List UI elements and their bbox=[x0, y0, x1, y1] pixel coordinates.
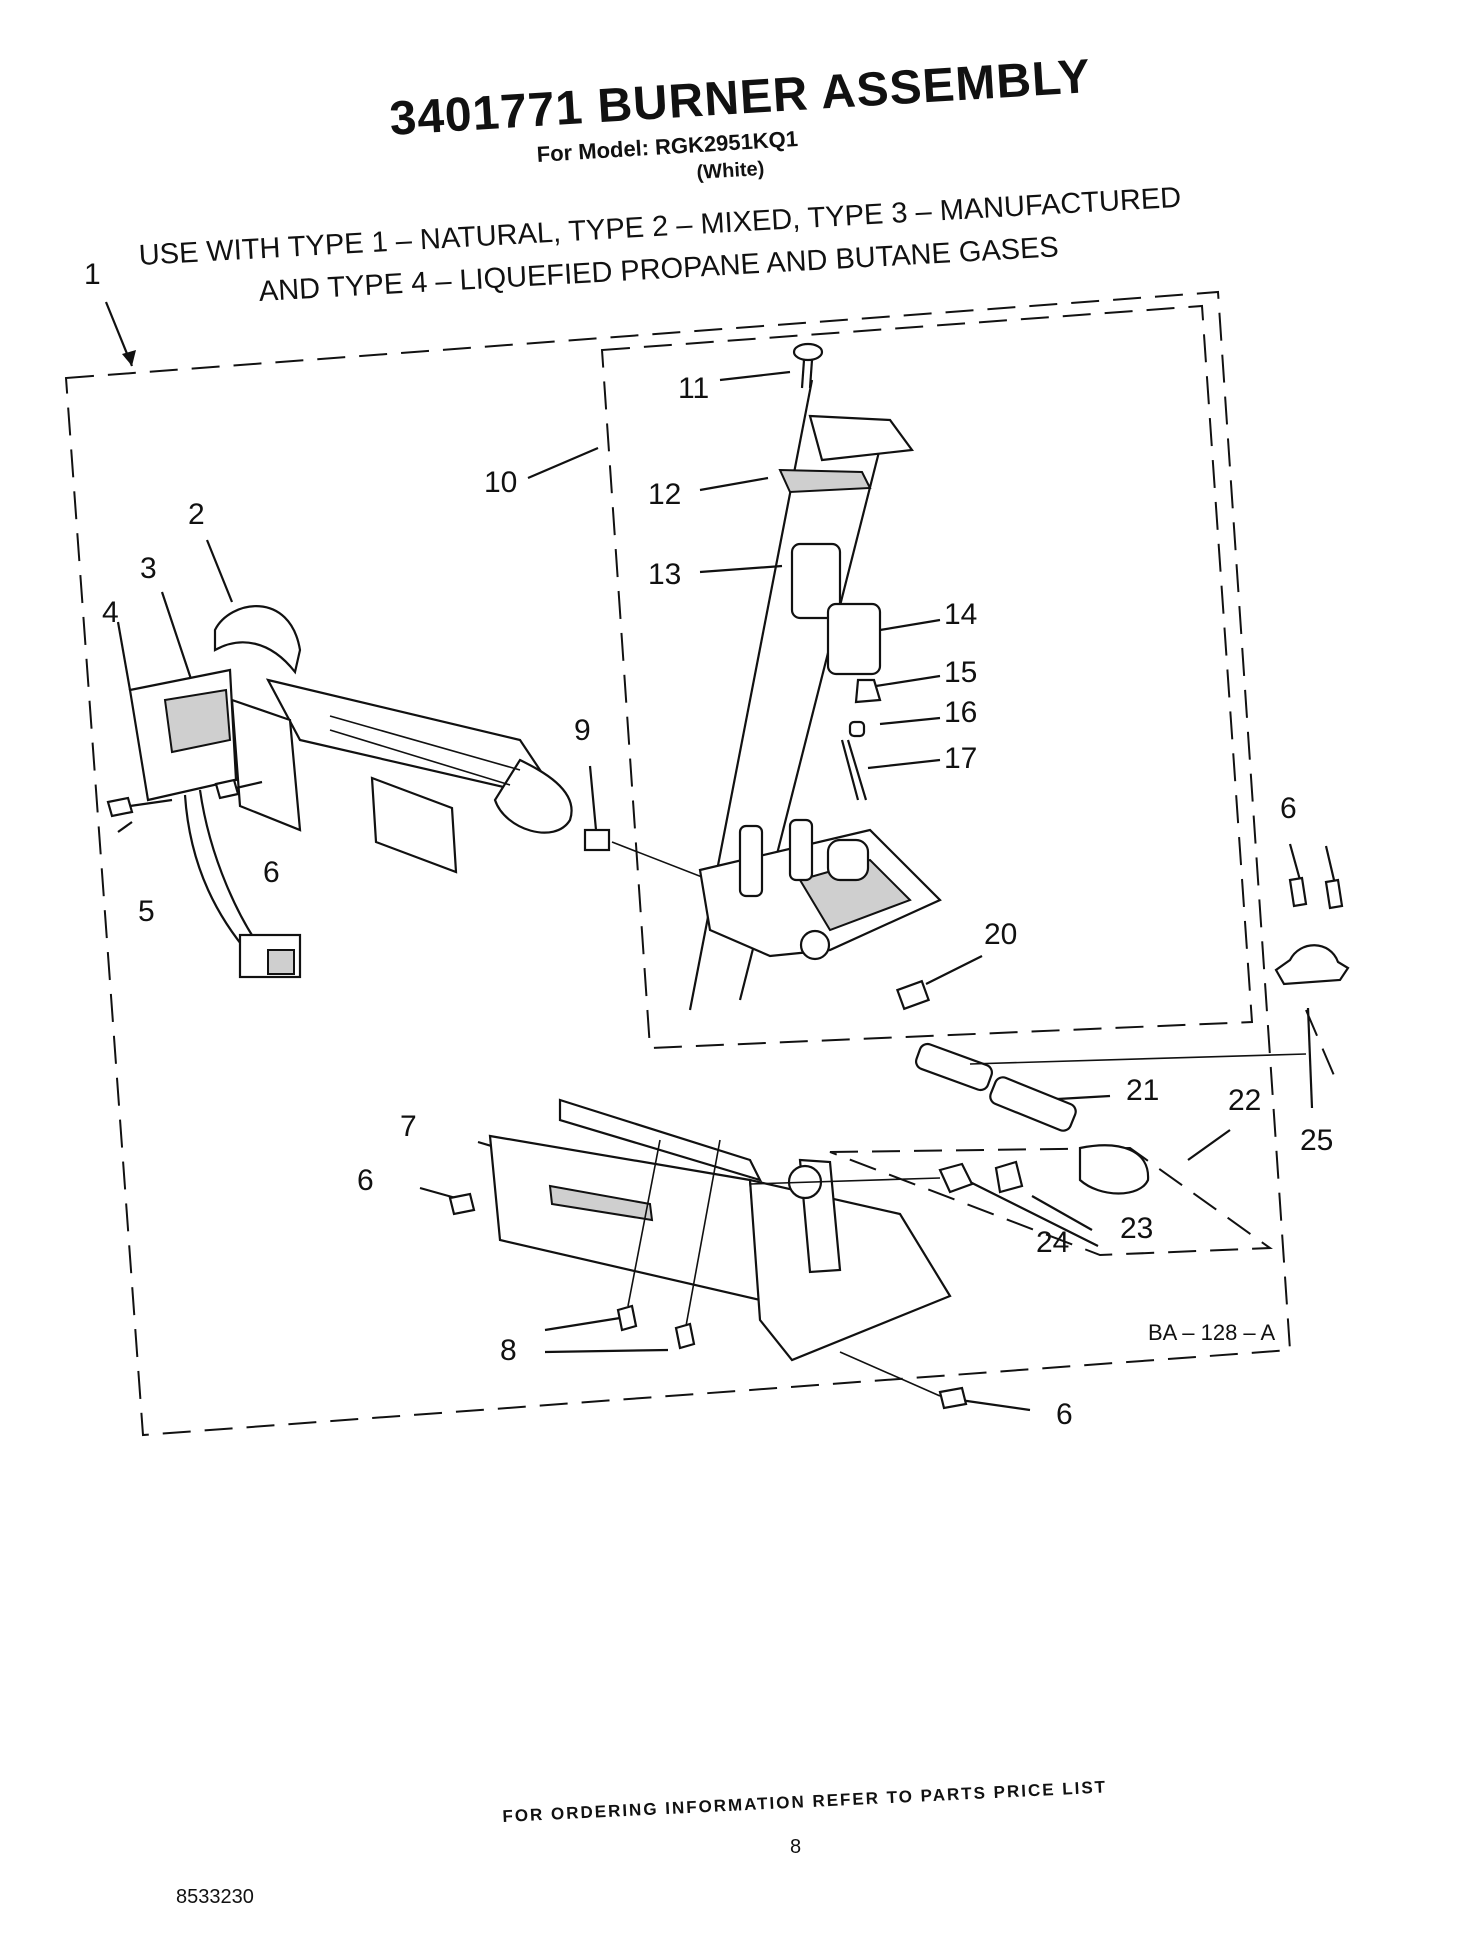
callout-6-right: 6 bbox=[1280, 792, 1297, 825]
pipe-clamp bbox=[1274, 876, 1350, 1081]
callout-3: 3 bbox=[140, 552, 157, 585]
valve-screw bbox=[792, 342, 824, 389]
callout-8: 8 bbox=[500, 1334, 517, 1367]
burner-shield bbox=[370, 776, 458, 874]
callout-24: 24 bbox=[1036, 1226, 1070, 1259]
igniter-bracket bbox=[128, 668, 302, 979]
gas-fittings bbox=[749, 1042, 1307, 1195]
callout-6-left: 6 bbox=[263, 856, 280, 889]
document-number: 8533230 bbox=[176, 1886, 254, 1908]
callout-1: 1 bbox=[84, 258, 101, 291]
callout-6-bracket: 6 bbox=[357, 1164, 374, 1197]
bracket-screw bbox=[448, 1192, 476, 1216]
page-number: 8 bbox=[790, 1836, 802, 1858]
valve-boundary bbox=[600, 304, 1254, 1050]
callout-14: 14 bbox=[944, 598, 978, 631]
burner-tube bbox=[213, 605, 573, 834]
callout-13: 13 bbox=[648, 558, 682, 591]
callout-16: 16 bbox=[944, 696, 978, 729]
callout-5: 5 bbox=[138, 895, 155, 928]
callout-20: 20 bbox=[984, 918, 1018, 951]
assembly-boundary bbox=[64, 290, 1292, 1437]
lower-screw bbox=[839, 1351, 968, 1410]
callout-4: 4 bbox=[102, 596, 119, 629]
base-bracket bbox=[488, 1098, 952, 1362]
valve-bracket bbox=[808, 414, 915, 462]
callout-23: 23 bbox=[1120, 1212, 1154, 1245]
callout-21: 21 bbox=[1126, 1074, 1160, 1107]
callout-17: 17 bbox=[944, 742, 978, 775]
diagram-reference: BA – 128 – A bbox=[1148, 1320, 1276, 1345]
fitting-boundary bbox=[829, 1146, 1273, 1257]
callout-15: 15 bbox=[944, 656, 978, 689]
callout-6-bottom: 6 bbox=[1056, 1398, 1073, 1431]
gas-valve bbox=[688, 379, 942, 1011]
left-screws bbox=[106, 778, 263, 818]
callout-22: 22 bbox=[1228, 1084, 1262, 1117]
callout-12: 12 bbox=[648, 478, 682, 511]
callout-9: 9 bbox=[574, 714, 591, 747]
callout-10: 10 bbox=[484, 466, 518, 499]
orifice bbox=[583, 828, 721, 885]
callout-25: 25 bbox=[1300, 1124, 1334, 1157]
base-screws bbox=[616, 1139, 721, 1350]
callout-2: 2 bbox=[188, 498, 205, 531]
callout-11: 11 bbox=[678, 372, 710, 405]
callout-7: 7 bbox=[400, 1110, 417, 1143]
